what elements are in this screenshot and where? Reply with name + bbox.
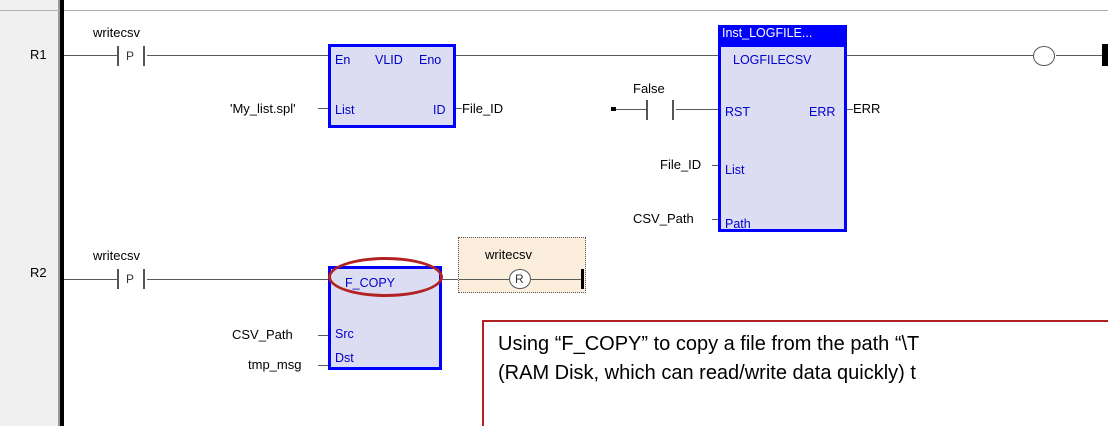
rung-gutter [0, 0, 60, 426]
contact-false[interactable] [646, 100, 676, 120]
fb-logfilecsv-rst-pin: RST [725, 105, 750, 119]
rung1-wire-b [456, 55, 718, 56]
explanation-callout: Using “F_COPY” to copy a file from the p… [482, 320, 1108, 426]
contact-right-bar [672, 100, 674, 120]
contact-false-wire-out [676, 109, 718, 110]
f-copy-src-input-wire [318, 335, 328, 336]
contact-false-wire-in [616, 109, 646, 110]
fb-vlid-en-pin: En [335, 53, 351, 67]
vlid-list-input-value[interactable]: 'My_list.spl' [230, 101, 296, 116]
rung1-wire-d [1056, 55, 1102, 56]
contact-type-letter: P [126, 272, 135, 286]
vlid-id-output-wire [456, 108, 462, 109]
f-copy-src-input-value[interactable]: CSV_Path [232, 327, 293, 342]
contact-left-bar [117, 269, 119, 289]
left-power-rail [60, 0, 64, 426]
fb-logfilecsv-err-pin: ERR [809, 105, 836, 119]
coil-writecsv-reset-selection[interactable]: writecsv R [458, 237, 586, 293]
logfile-path-input-value[interactable]: CSV_Path [633, 211, 694, 226]
f-copy-dst-input-wire [318, 365, 328, 366]
contact-writecsv-r2-label: writecsv [93, 248, 140, 263]
logfile-list-input-wire [712, 165, 718, 166]
fb-vlid[interactable]: En VLID Eno List ID [328, 44, 456, 128]
callout-line-2: (RAM Disk, which can read/write data qui… [498, 362, 916, 384]
coil-writecsv-reset[interactable]: R [509, 269, 531, 289]
coil-end-terminal [581, 269, 584, 289]
logfile-list-input-value[interactable]: File_ID [660, 157, 702, 172]
contact-writecsv-r2[interactable]: P [117, 269, 147, 289]
callout-line-1: Using “F_COPY” to copy a file from the p… [498, 333, 920, 355]
contact-right-bar [143, 46, 145, 66]
rung1-output-coil[interactable] [1033, 46, 1055, 66]
vlid-id-output-value[interactable]: File_ID [462, 101, 504, 116]
contact-false-start-node [611, 107, 616, 111]
fb-logfilecsv-type: LOGFILECSV [733, 53, 812, 67]
fb-logfilecsv[interactable]: LOGFILECSV RST ERR List Path [718, 44, 847, 232]
fb-logfile-instance-name[interactable]: Inst_LOGFILE... [718, 25, 847, 45]
contact-type-letter: P [126, 49, 135, 63]
fb-vlid-list-pin: List [335, 103, 355, 117]
f-copy-highlight-oval [328, 257, 443, 297]
coil-writecsv-label: writecsv [485, 247, 532, 262]
fb-f-copy-dst-pin: Dst [335, 351, 354, 365]
contact-right-bar [143, 269, 145, 289]
coil-wire-out [531, 279, 581, 280]
logfile-err-output-value[interactable]: ERR [853, 101, 881, 116]
contact-left-bar [117, 46, 119, 66]
contact-writecsv-r1[interactable]: P [117, 46, 147, 66]
fb-f-copy-src-pin: Src [335, 327, 354, 341]
contact-false-label: False [633, 81, 665, 96]
coil-wire-in [459, 279, 509, 280]
rung2-wire-b [442, 279, 458, 280]
right-power-rail-r1 [1102, 44, 1108, 66]
f-copy-dst-input-value[interactable]: tmp_msg [248, 357, 302, 372]
rung2-wire-a [64, 279, 328, 280]
rung-label-r2[interactable]: R2 [30, 265, 47, 280]
rung1-wire-c [847, 55, 1033, 56]
fb-logfilecsv-list-pin: List [725, 163, 745, 177]
fb-vlid-name: VLID [375, 53, 403, 67]
rung1-wire-a [64, 55, 328, 56]
contact-writecsv-r1-label: writecsv [93, 25, 140, 40]
fb-vlid-id-pin: ID [433, 103, 446, 117]
coil-type-letter: R [515, 272, 524, 286]
logfile-err-output-wire [847, 109, 853, 110]
editor-top-border [0, 10, 1108, 11]
contact-left-bar [646, 100, 648, 120]
fb-logfilecsv-path-pin: Path [725, 217, 751, 231]
fb-vlid-eno-pin: Eno [419, 53, 442, 67]
rung-label-r1[interactable]: R1 [30, 47, 47, 62]
vlid-list-input-wire [318, 108, 328, 109]
logfile-path-input-wire [712, 219, 718, 220]
